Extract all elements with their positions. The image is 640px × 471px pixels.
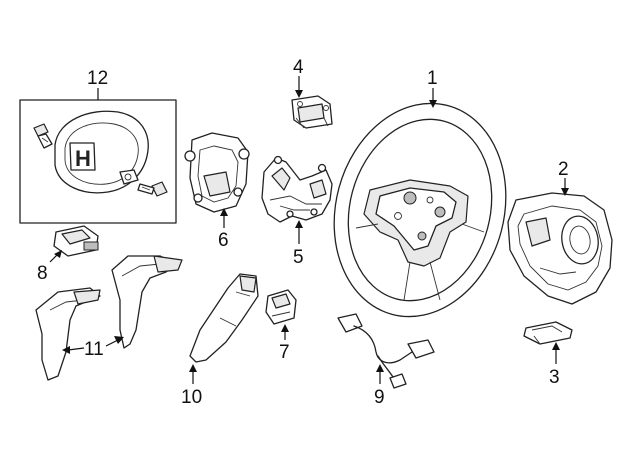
callout-6: 6 [218,230,229,251]
part-5-switch-assembly [261,155,333,223]
part-8-switch [53,225,99,257]
callout-1: 1 [427,68,438,89]
callout-12: 12 [87,68,108,89]
part-4-module [291,95,333,129]
part-2-rear-cover [507,192,613,305]
honda-logo: H [69,142,96,171]
part-12-airbag-module-group: H [19,99,177,224]
callout-7: 7 [279,342,290,363]
callout-4: 4 [293,57,304,78]
callout-8: 8 [37,263,48,284]
part-6-bracket [184,132,250,213]
callout-5: 5 [293,247,304,268]
callout-10: 10 [181,387,202,408]
leader-lines [49,76,569,384]
part-1-steering-wheel [333,102,507,318]
part-7-switch [265,289,297,325]
part-11-trim-left [35,287,101,381]
part-3-clip [523,321,573,345]
callout-2: 2 [558,159,569,180]
honda-logo-letter: H [75,146,91,171]
part-11-trim-right [111,255,183,349]
callout-labels: 1 2 3 4 5 6 7 8 9 10 11 12 [37,57,569,408]
part-9-harness [337,313,435,389]
callout-9: 9 [374,387,385,408]
callout-3: 3 [549,367,560,388]
part-12-bolt-left [33,123,53,149]
part-10-trim [189,273,259,363]
part-12-bolt-right [137,181,168,197]
callout-11: 11 [84,339,104,360]
